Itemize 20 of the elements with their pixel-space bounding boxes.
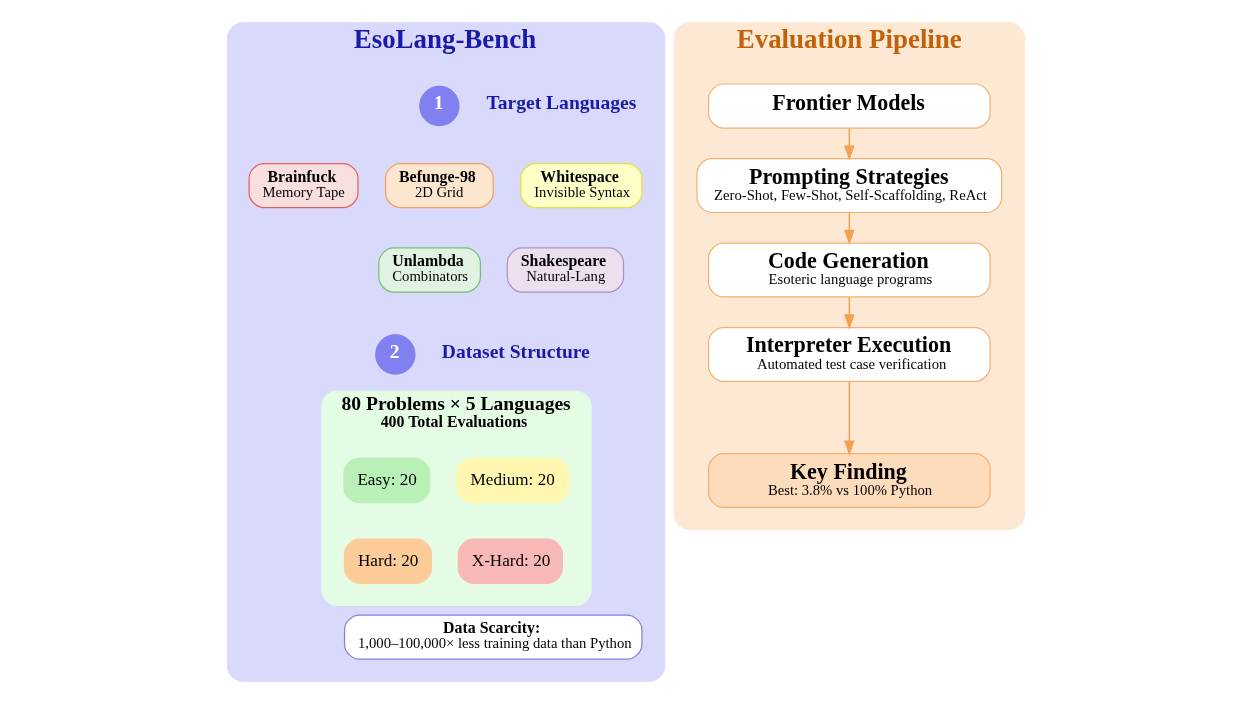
node-box: X-Hard: 20 xyxy=(457,538,563,584)
node-label: Dataset Structure xyxy=(441,340,590,362)
arrow xyxy=(844,381,855,456)
node-box: Easy: 20 xyxy=(343,457,431,504)
node-box: Brainfuck Memory Tape xyxy=(248,162,359,209)
node-box: Whitespace Invisible Syntax xyxy=(520,162,643,209)
node-box: Unlambda Combinators xyxy=(378,247,481,293)
node-circle: 2 xyxy=(375,334,416,375)
node-box: Medium: 20 xyxy=(456,457,570,504)
node-box: Shakespeare Natural-Lang xyxy=(506,247,625,293)
node-box: Data Scarcity: 1,000–100,000× less training data than Python xyxy=(343,614,643,660)
node-box: Interpreter Execution Automated test case verification xyxy=(708,326,991,382)
node-label: Target Languages xyxy=(486,92,637,114)
node-box: Hard: 20 xyxy=(343,538,433,584)
node-circle: 1 xyxy=(419,85,460,127)
node-box: Code Generation Esoteric language programs xyxy=(708,242,991,298)
node-box: Frontier Models xyxy=(708,83,991,129)
node-box: Befunge-98 2D Grid xyxy=(384,162,494,209)
node-box: Key Finding Best: 3.8% vs 100% Python xyxy=(708,452,991,509)
node-box: Prompting Strategies Zero-Shot, Few-Shot, Self-Scaffolding, ReAct xyxy=(696,158,1003,214)
